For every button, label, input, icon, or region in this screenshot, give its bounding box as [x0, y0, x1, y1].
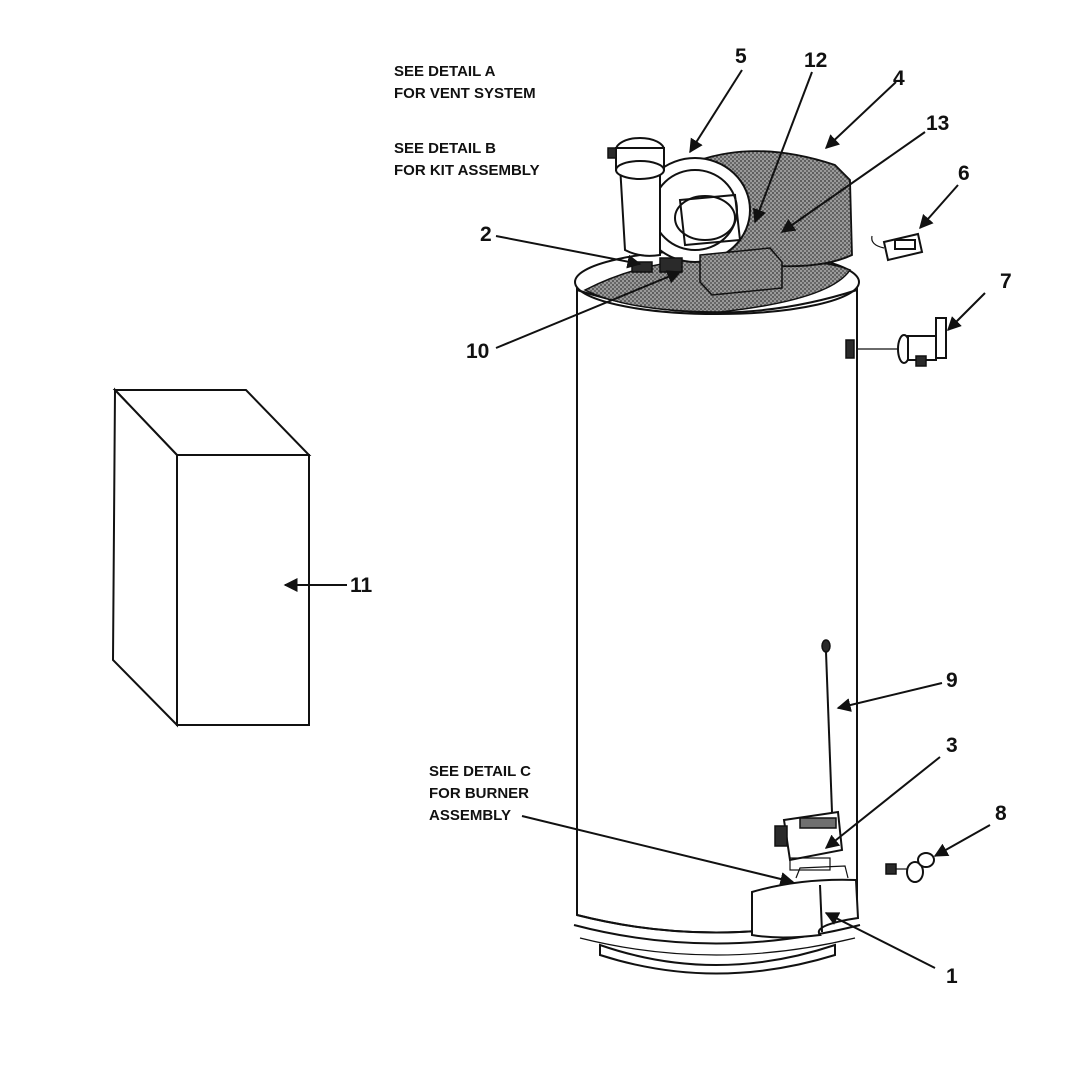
- callout-7: 7: [1000, 270, 1012, 293]
- detail-b-note: SEE DETAIL B FOR KIT ASSEMBLY: [394, 138, 540, 182]
- callout-3: 3: [946, 734, 958, 757]
- detail-a-line-2: FOR VENT SYSTEM: [394, 85, 536, 102]
- detail-a-note: SEE DETAIL A FOR VENT SYSTEM: [394, 61, 536, 105]
- leader-lines: [283, 69, 991, 969]
- blower-and-top-insulation: [583, 137, 853, 313]
- callout-numbers: 1 2 3 4 5 6 7 8 9 10 11 12 13: [350, 45, 1012, 988]
- callout-13: 13: [926, 112, 949, 135]
- detail-c-line-3: ASSEMBLY: [429, 807, 511, 824]
- pressure-switch: [871, 232, 924, 262]
- detail-b-line-1: SEE DETAIL B: [394, 140, 496, 157]
- callout-9: 9: [946, 669, 958, 692]
- detail-c-note: SEE DETAIL C FOR BURNER ASSEMBLY: [429, 761, 531, 827]
- detail-a-line-1: SEE DETAIL A: [394, 63, 496, 80]
- callout-8: 8: [995, 802, 1007, 825]
- callout-5: 5: [735, 45, 747, 68]
- relief-valve: [845, 317, 947, 367]
- carton-box: [111, 387, 312, 728]
- detail-b-line-2: FOR KIT ASSEMBLY: [394, 162, 540, 179]
- drain-fitting: [885, 852, 935, 883]
- callout-2: 2: [480, 223, 492, 246]
- callout-6: 6: [958, 162, 970, 185]
- detail-c-line-2: FOR BURNER: [429, 785, 529, 802]
- callout-4: 4: [893, 67, 905, 90]
- callout-11: 11: [350, 574, 373, 597]
- water-heater-tank: [573, 249, 861, 975]
- callout-12: 12: [804, 49, 827, 72]
- temperature-probe: [821, 639, 833, 813]
- detail-c-line-1: SEE DETAIL C: [429, 763, 531, 780]
- callout-10: 10: [466, 340, 489, 363]
- callout-1: 1: [946, 965, 958, 988]
